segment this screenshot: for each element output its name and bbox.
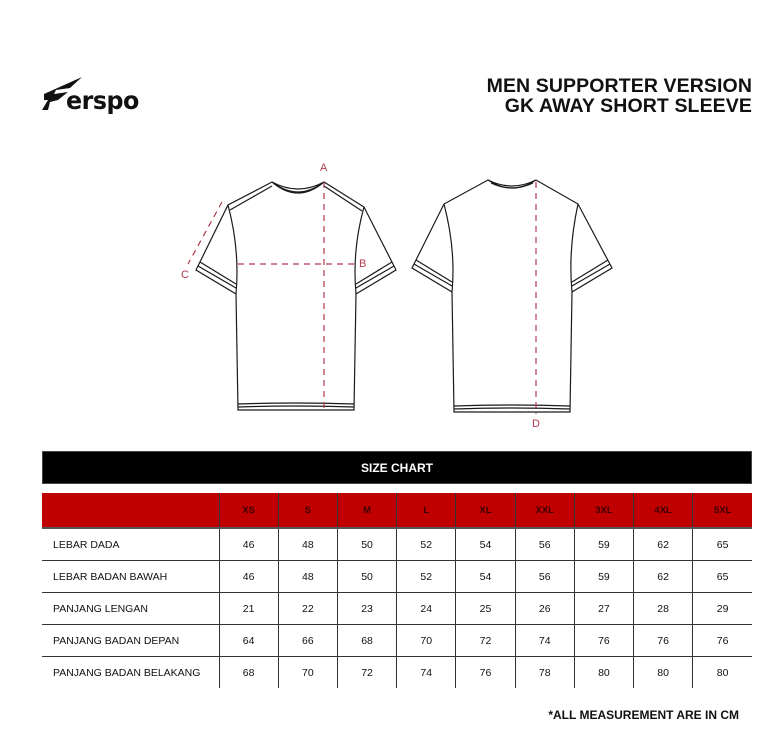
size-header: XXL (514, 493, 575, 529)
product-title-line2: GK AWAY SHORT SLEEVE (504, 95, 752, 117)
table-cell: 80 (633, 656, 693, 688)
table-cell: 68 (218, 656, 279, 688)
table-cell: 64 (218, 624, 279, 657)
table-cell: 68 (336, 624, 397, 657)
measure-label-c: C (181, 269, 189, 281)
table-cell: 70 (277, 656, 338, 688)
table-cell: 74 (514, 624, 575, 657)
row-label: LEBAR DADA (42, 528, 219, 561)
table-cell: 62 (633, 560, 693, 593)
table-cell: 50 (336, 528, 397, 561)
table-cell: 52 (396, 528, 456, 561)
measure-label-d: D (532, 418, 540, 430)
table-cell: 62 (633, 528, 693, 561)
table-row: PANJANG BADAN BELAKANG 68 70 72 74 76 78… (42, 656, 752, 688)
table-cell: 22 (277, 592, 338, 625)
table-cell: 76 (633, 624, 693, 657)
table-cell: 72 (336, 656, 397, 688)
table-cell: 48 (277, 560, 338, 593)
table-row: PANJANG BADAN DEPAN 64 66 68 70 72 74 76… (42, 624, 752, 657)
brand-name: erspo (66, 86, 139, 115)
table-cell: 52 (396, 560, 456, 593)
size-header: M (336, 493, 397, 529)
size-header-row: XS S M L XL XXL 3XL 4XL 5XL (42, 493, 752, 529)
table-cell: 56 (514, 528, 575, 561)
table-cell: 80 (573, 656, 634, 688)
row-label: PANJANG BADAN DEPAN (42, 624, 219, 657)
measure-label-a: A (320, 162, 328, 174)
table-cell: 46 (218, 560, 279, 593)
table-cell: 76 (692, 624, 752, 657)
size-chart-heading: SIZE CHART (42, 451, 752, 484)
table-cell: 54 (455, 560, 516, 593)
table-cell: 27 (573, 592, 634, 625)
table-cell: 23 (336, 592, 397, 625)
size-header: XL (455, 493, 516, 529)
table-cell: 46 (218, 528, 279, 561)
row-label: PANJANG LENGAN (42, 592, 219, 625)
size-header: S (277, 493, 338, 529)
product-title-line1: MEN SUPPORTER VERSION (486, 75, 752, 97)
table-cell: 59 (573, 560, 634, 593)
table-cell: 54 (455, 528, 516, 561)
table-cell: 65 (692, 528, 752, 561)
table-cell: 72 (455, 624, 516, 657)
table-cell: 26 (514, 592, 575, 625)
size-header: L (396, 493, 456, 529)
table-cell: 70 (396, 624, 456, 657)
tshirt-back-icon (411, 179, 613, 413)
table-cell: 56 (514, 560, 575, 593)
table-cell: 29 (692, 592, 752, 625)
table-cell: 21 (218, 592, 279, 625)
table-cell: 48 (277, 528, 338, 561)
measure-label-b: B (359, 258, 367, 270)
size-header-blank (42, 493, 219, 529)
table-row: PANJANG LENGAN 21 22 23 24 25 26 27 28 2… (42, 592, 752, 625)
table-cell: 65 (692, 560, 752, 593)
tshirt-front-icon (195, 181, 397, 411)
measurement-diagram (187, 179, 613, 414)
row-label: PANJANG BADAN BELAKANG (53, 666, 201, 679)
size-chart-table: XS S M L XL XXL 3XL 4XL 5XL LEBAR DADA 4… (42, 493, 752, 688)
size-header: 3XL (573, 493, 634, 529)
size-header: XS (218, 493, 279, 529)
size-header: 5XL (692, 493, 752, 529)
table-cell: 24 (396, 592, 456, 625)
brand-logo: erspo (42, 74, 142, 122)
table-cell: 78 (514, 656, 575, 688)
table-cell: 76 (573, 624, 634, 657)
table-cell: 50 (336, 560, 397, 593)
table-row: LEBAR BADAN BAWAH 46 48 50 52 54 56 59 6… (42, 560, 752, 593)
table-cell: 66 (277, 624, 338, 657)
table-cell: 74 (396, 656, 456, 688)
table-cell: 76 (455, 656, 516, 688)
product-title: MEN SUPPORTER VERSION GK AWAY SHORT SLEE… (487, 76, 752, 116)
table-cell: 25 (455, 592, 516, 625)
measurement-footnote: *ALL MEASUREMENT ARE IN CM (548, 708, 739, 722)
table-cell: 80 (692, 656, 752, 688)
row-label: LEBAR BADAN BAWAH (42, 560, 219, 593)
measure-line-c (187, 201, 223, 265)
erspo-e-wing-icon (42, 77, 82, 110)
size-header: 4XL (633, 493, 693, 529)
table-row: LEBAR DADA 46 48 50 52 54 56 59 62 65 (42, 528, 752, 561)
table-cell: 28 (633, 592, 693, 625)
table-cell: 59 (573, 528, 634, 561)
